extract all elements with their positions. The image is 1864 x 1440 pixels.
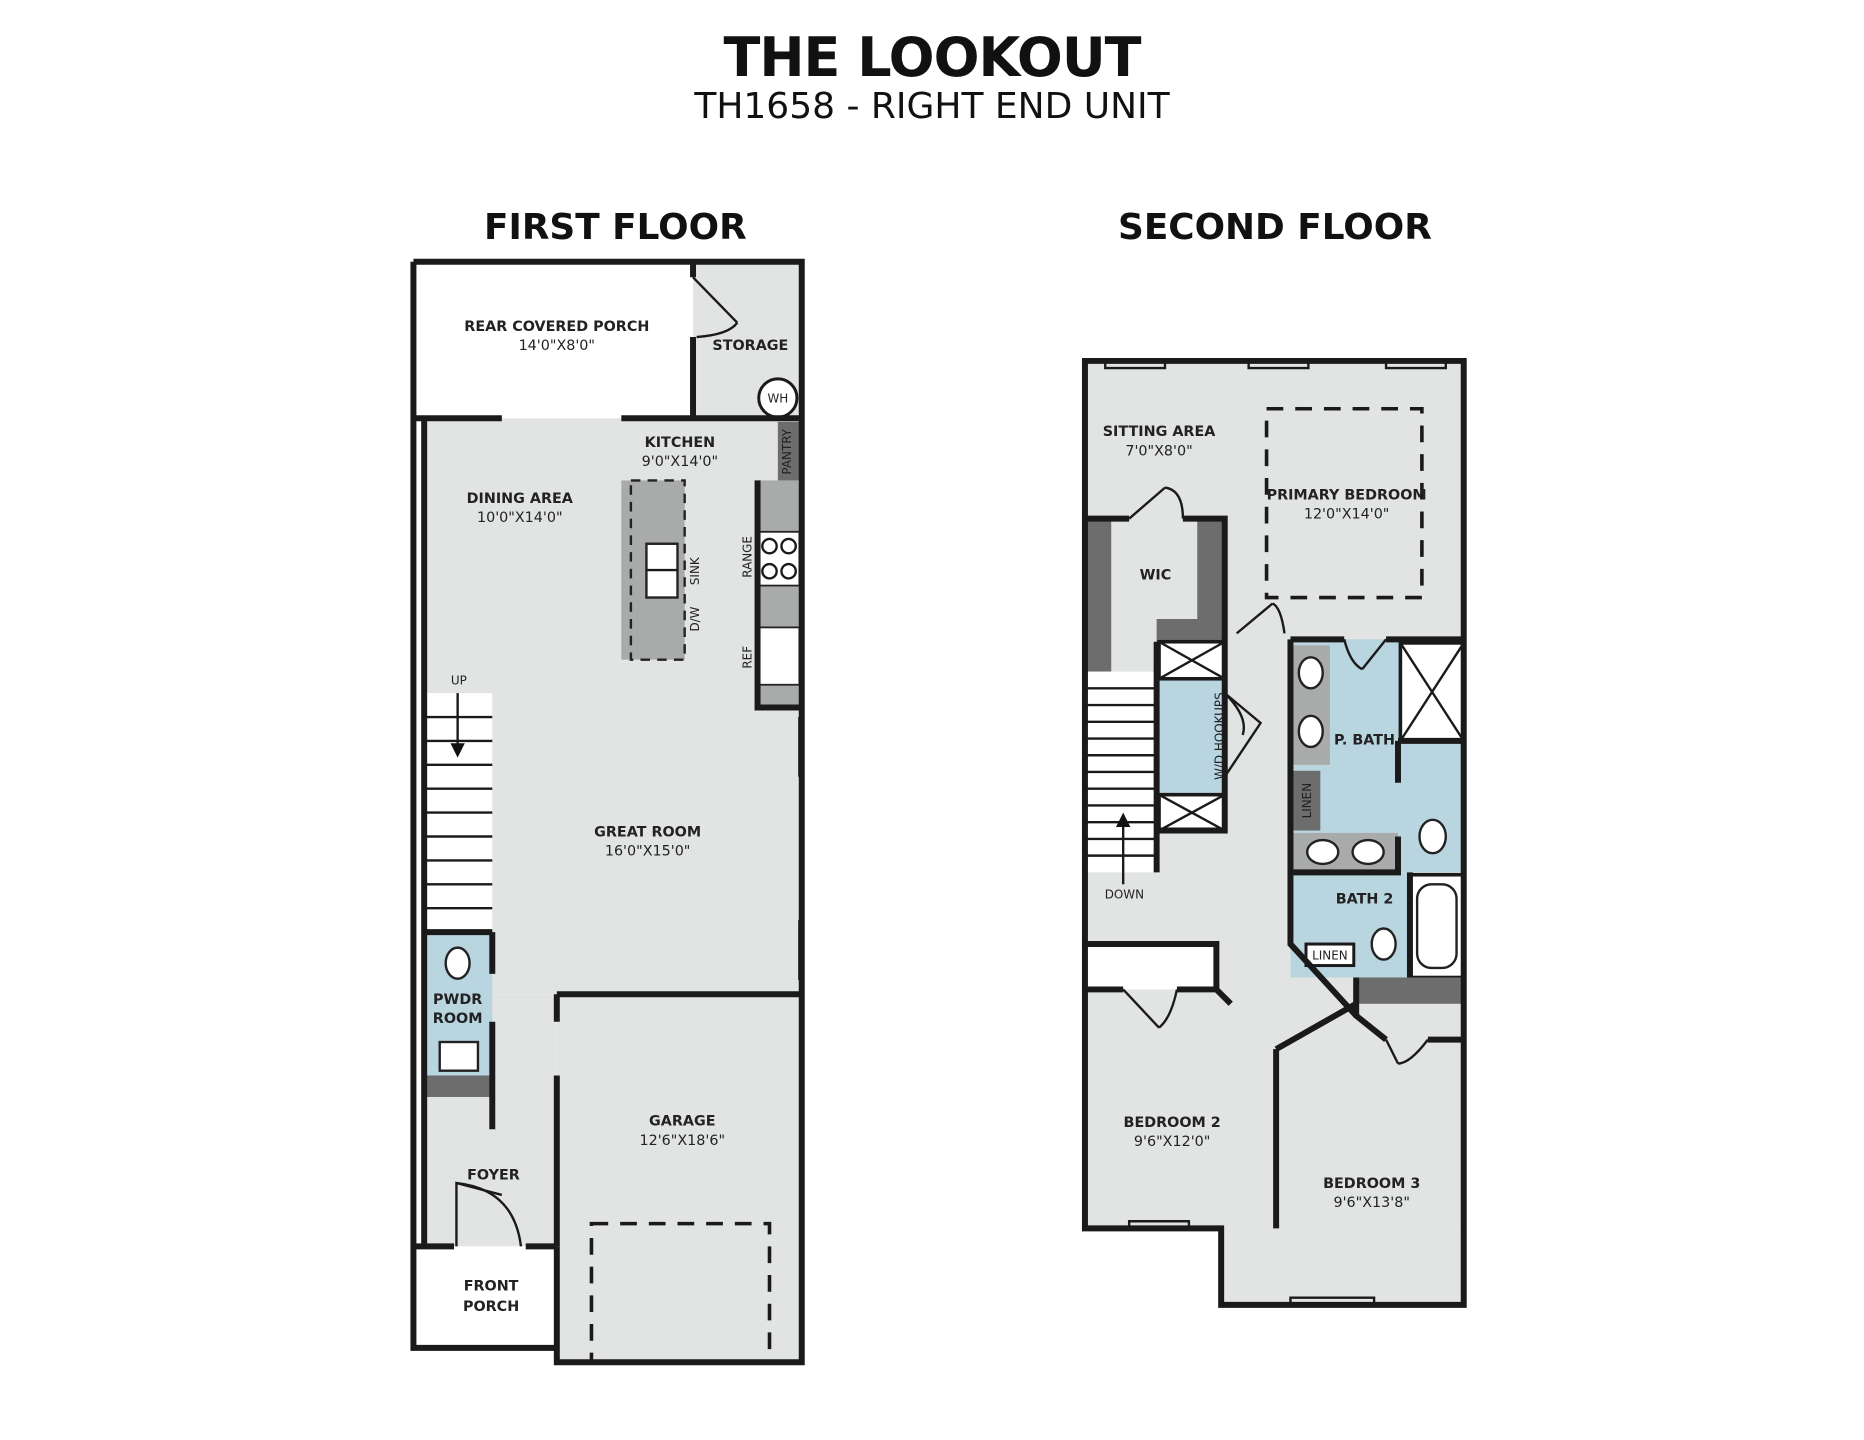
bedroom-3-extension <box>1221 1228 1464 1305</box>
wd-hookups-label: W/D HOOKUPS <box>1213 692 1227 780</box>
second-floor-walls <box>1081 357 1467 1308</box>
first-floor-plan: FIRST FLOOR <box>410 207 805 1366</box>
kitchen-label: KITCHEN <box>645 435 716 451</box>
rear-porch-area <box>413 261 694 419</box>
stairs-down <box>1087 671 1160 885</box>
second-floor-heading: SECOND FLOOR <box>1118 207 1432 248</box>
wic-shelf-left <box>1087 518 1112 672</box>
laundry-area <box>1159 678 1225 795</box>
kitchen-counter <box>756 480 801 708</box>
wh-label: WH <box>767 392 788 406</box>
kitchen-island <box>621 479 686 661</box>
storage-label: STORAGE <box>712 338 788 354</box>
second-floor-plan: SECOND FLOOR <box>1081 207 1467 1308</box>
first-floor-heading: FIRST FLOOR <box>484 207 747 248</box>
pwdr-label-1: PWDR <box>433 992 482 1008</box>
wic-label: WIC <box>1140 568 1172 584</box>
up-label: UP <box>451 674 467 688</box>
pwdr-label-2: ROOM <box>433 1011 483 1027</box>
dining-label: DINING AREA <box>467 491 574 507</box>
shower <box>1398 641 1466 743</box>
first-floor-walls <box>410 258 805 1366</box>
sink-icon <box>1305 838 1340 866</box>
sink-icon <box>1297 714 1324 749</box>
linen-closet-2 <box>1304 942 1356 968</box>
linen-label-1: LINEN <box>1300 783 1314 819</box>
ref-label: REF <box>741 646 755 669</box>
linen-label-2: LINEN <box>1312 949 1348 963</box>
plan-title: THE LOOKOUT <box>723 26 1141 89</box>
bedroom-2-size: 9'6"X12'0" <box>1134 1134 1210 1150</box>
front-porch-label-2: PORCH <box>463 1299 519 1315</box>
primary-bedroom-label: PRIMARY BEDROOM <box>1267 488 1427 504</box>
rear-porch-size: 14'0"X8'0" <box>519 338 595 354</box>
rear-porch-label: REAR COVERED PORCH <box>464 319 649 335</box>
front-porch-label-1: FRONT <box>464 1279 519 1295</box>
linen-closet-1 <box>1292 770 1321 831</box>
stairs-up <box>426 693 493 933</box>
kitchen-size: 9'0"X14'0" <box>642 454 718 470</box>
sink-icon <box>1297 656 1324 690</box>
great-room-size: 16'0"X15'0" <box>605 844 691 860</box>
bedroom-3-size: 9'6"X13'8" <box>1333 1195 1409 1211</box>
primary-bath-label: P. BATH <box>1334 732 1395 748</box>
sink-label: SINK <box>688 556 702 585</box>
garage-area <box>556 994 802 1363</box>
hall-closet <box>1087 944 1217 990</box>
bedroom-2-label: BEDROOM 2 <box>1124 1115 1221 1131</box>
bathtub <box>1408 872 1466 980</box>
garage-size: 12'6"X18'6" <box>639 1133 725 1149</box>
bedroom-3-label: BEDROOM 3 <box>1323 1176 1420 1192</box>
range-label: RANGE <box>741 536 755 578</box>
sink-icon <box>438 1040 480 1072</box>
toilet-icon <box>1418 818 1447 855</box>
sink-icon <box>1351 838 1385 866</box>
wic-shelf-right <box>1156 518 1225 642</box>
toilet-icon <box>444 946 471 980</box>
pantry-label: PANTRY <box>780 428 794 474</box>
sitting-area-label: SITTING AREA <box>1103 424 1217 440</box>
garage-label: GARAGE <box>649 1114 716 1130</box>
dining-size: 10'0"X14'0" <box>477 510 563 526</box>
primary-bedroom-size: 12'0"X14'0" <box>1304 507 1390 523</box>
toilet-icon <box>1370 927 1397 961</box>
powder-shelf <box>424 1075 493 1097</box>
pantry <box>777 421 802 481</box>
great-room-label: GREAT ROOM <box>594 825 701 841</box>
down-label: DOWN <box>1105 888 1144 902</box>
front-porch-area <box>413 1246 557 1348</box>
dw-label: D/W <box>688 606 702 631</box>
bedroom-3-closet-shelf <box>1356 977 1464 1004</box>
foyer-label: FOYER <box>467 1167 520 1183</box>
bath-2-label: BATH 2 <box>1336 891 1394 907</box>
sitting-area-size: 7'0"X8'0" <box>1125 443 1192 459</box>
plan-subtitle: TH1658 - RIGHT END UNIT <box>694 86 1170 127</box>
